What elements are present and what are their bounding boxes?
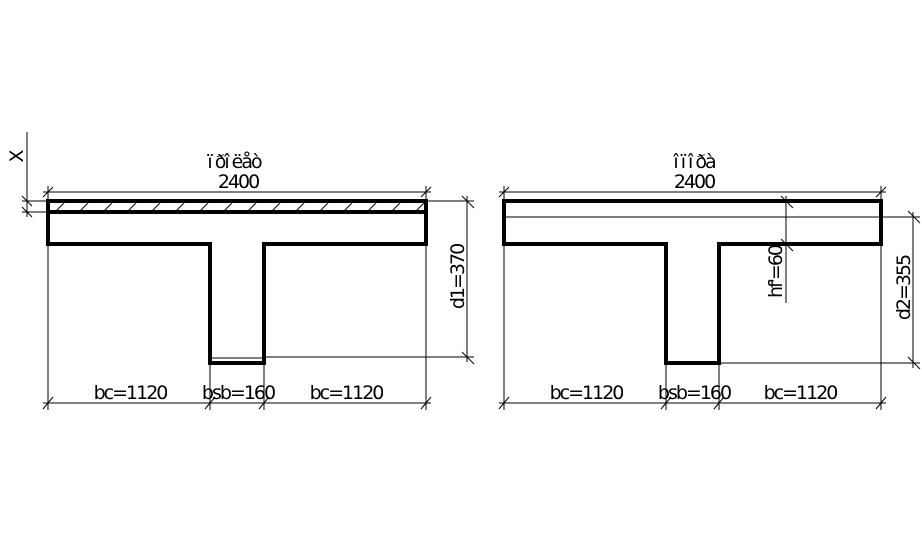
hatch-stroke [367,202,377,212]
right-t-outline [502,199,883,365]
hatch-stroke [415,202,425,212]
hatch-stroke [223,202,233,212]
hatch-stroke [391,202,401,212]
right-t-section: î ï î ðà 2400 hf'=60 d2=355 bc=1120 bsb=… [498,151,921,410]
hatch-stroke [343,202,353,212]
left-t-outline [46,199,428,365]
hatch-stroke [175,202,185,212]
hatch-stroke [79,202,89,212]
hatch-stroke [271,202,281,212]
hatch-stroke [199,202,209,212]
compression-zone-hatch [55,202,425,212]
right-bsb-label: bsb=160 [658,382,731,404]
right-width-label: 2400 [674,171,715,193]
flange-height-label: hf'=60 [765,245,787,298]
right-section-title: î ï î ðà [672,151,715,173]
left-height-label: d1=370 [447,244,469,309]
hatch-stroke [103,202,113,212]
left-t-section: ï ðî ëåò 2400 X d1=370 bc=1120 bsb=160 b… [6,132,475,410]
hatch-stroke [319,202,329,212]
left-section-title: ï ðî ëåò [206,150,262,173]
hatch-stroke [127,202,137,212]
hatch-stroke [151,202,161,212]
left-bc-label-1: bc=1120 [94,382,168,404]
left-width-label: 2400 [218,171,259,193]
right-height-label: d2=355 [893,255,915,320]
hatch-stroke [295,202,305,212]
left-bsb-label: bsb=160 [202,382,275,404]
left-bc-label-2: bc=1120 [310,382,384,404]
x-label: X [6,150,28,163]
right-bc-label-1: bc=1120 [550,382,624,404]
hatch-stroke [247,202,257,212]
right-bc-label-2: bc=1120 [764,382,838,404]
hatch-stroke [55,202,65,212]
